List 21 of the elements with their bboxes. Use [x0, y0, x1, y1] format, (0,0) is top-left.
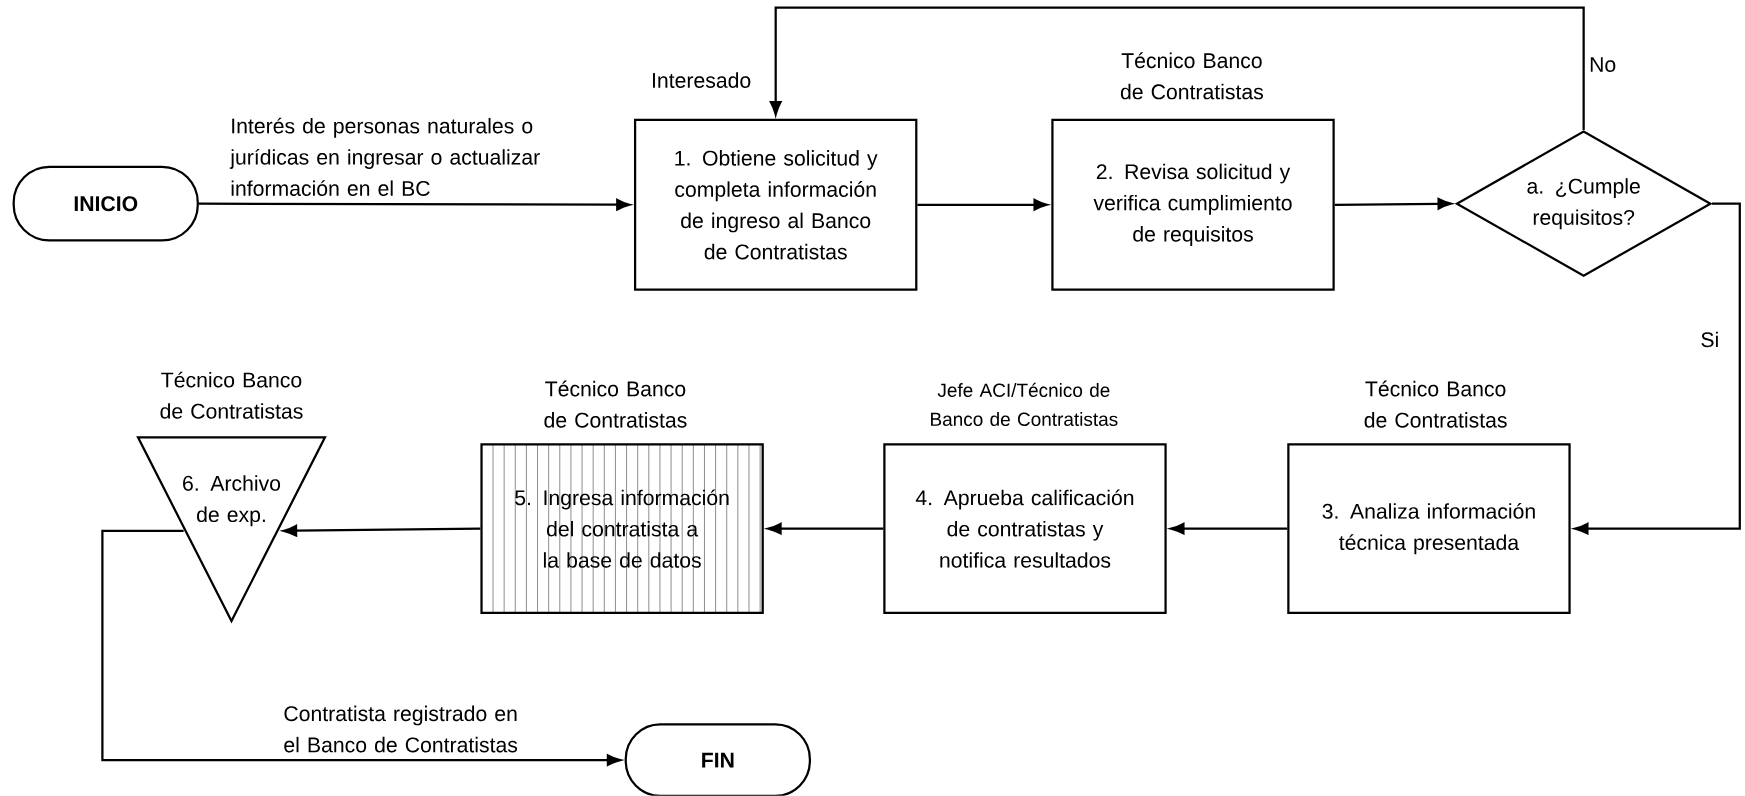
edge-label: Interés de personas naturales o jurídicas en ingresar o actualizar información en el BC — [229, 117, 540, 197]
arrow — [101, 529, 622, 767]
arrow — [917, 199, 1048, 211]
role-label: Jefe ACI/Técnico de Banco de Contratistas — [931, 382, 1118, 427]
role-label: Técnico Banco de Contratistas — [160, 371, 303, 419]
process-box: 2. Revisa solicitud y verifica cumplimiento de requisitos — [1051, 119, 1335, 291]
arrow — [198, 199, 631, 211]
process-box: 1. Obtiene solicitud y completa información de ingreso al Banco de Contratistas — [634, 119, 918, 291]
role-label: Interesado — [653, 72, 751, 89]
role-label: Técnico Banco de Contratistas — [1120, 52, 1263, 100]
terminal-box: INICIO — [12, 165, 199, 242]
process-box: 5. Ingresa información del contratista a la base de datos — [480, 443, 764, 615]
edge-label: Contratista registrado en el Banco de Contratistas — [284, 705, 518, 753]
role-label: Técnico Banco de Contratistas — [544, 380, 687, 428]
arrow — [282, 524, 481, 537]
process-box: 3. Analiza información técnica presentada — [1287, 443, 1571, 615]
edge-label: No — [1590, 57, 1616, 73]
process-box: 4. Aprueba calificación de contratistas y notifica resultados — [883, 443, 1167, 615]
role-label: Técnico Banco de Contratistas — [1364, 380, 1507, 428]
arrow — [769, 6, 1585, 131]
terminal-box: FIN — [624, 723, 811, 796]
